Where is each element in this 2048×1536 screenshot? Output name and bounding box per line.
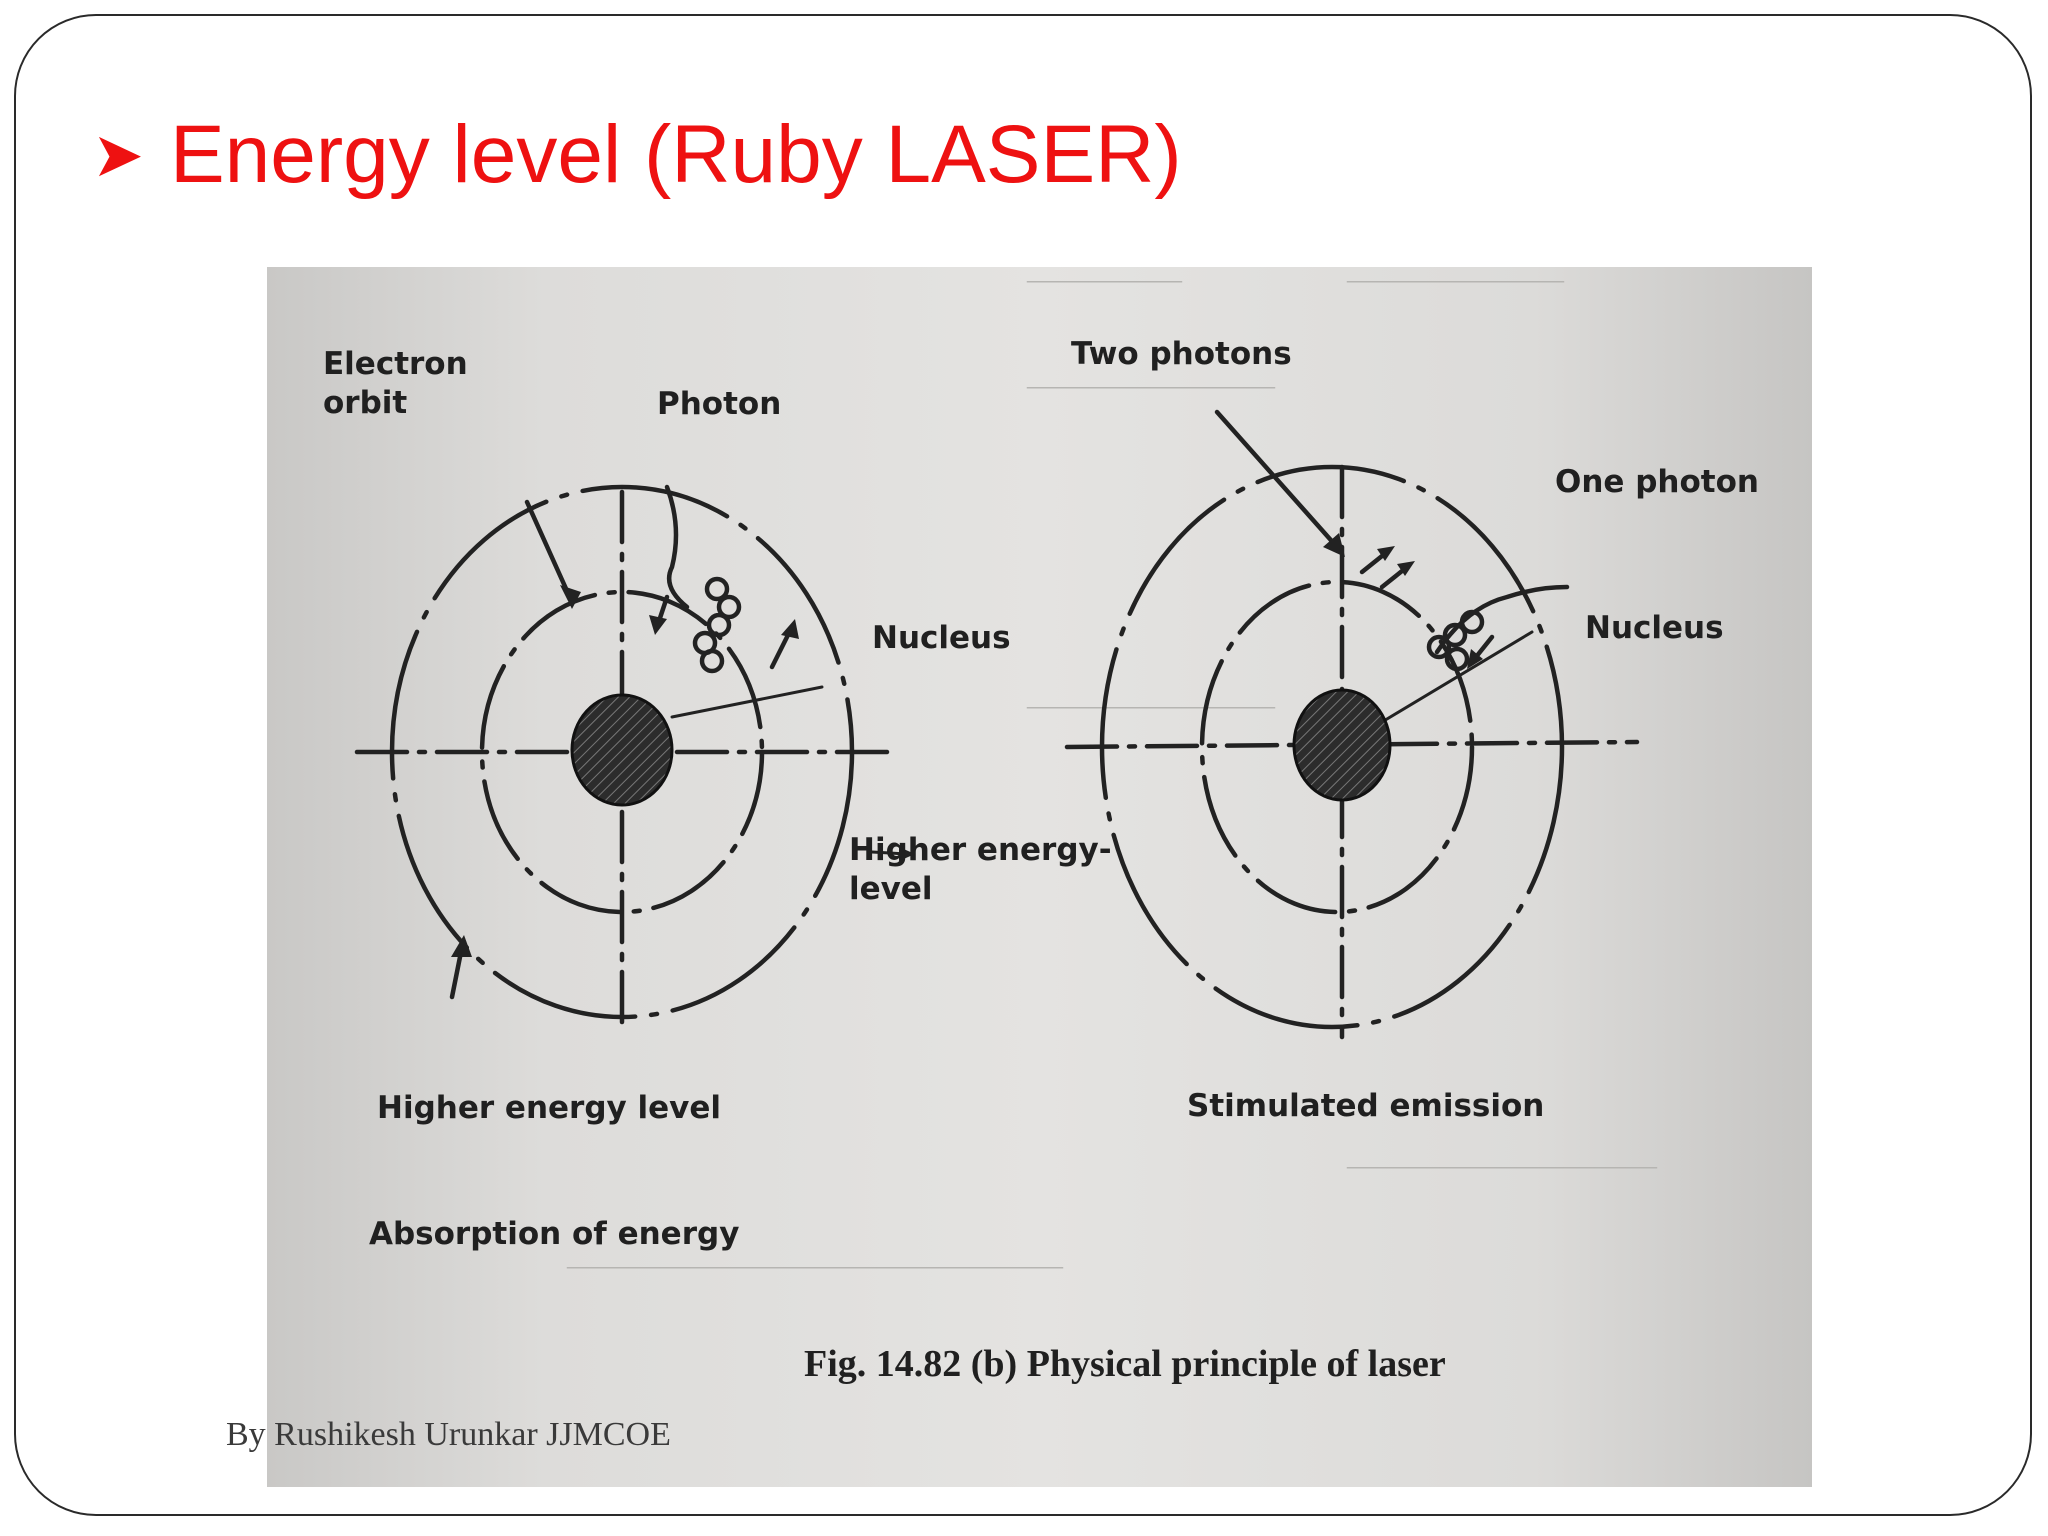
title-text: Energy level (Ruby LASER): [170, 114, 1182, 196]
two-photons-arrow: [1217, 412, 1337, 547]
nucleus-left: [572, 695, 672, 805]
outer-level-label: Higher energy level: [377, 1089, 721, 1128]
photon-wiggle-left: [667, 487, 687, 607]
photon-wiggle-right: [1437, 587, 1567, 652]
nucleus-label-left: Nucleus: [872, 619, 1011, 658]
nucleus-label-right: Nucleus: [1585, 609, 1724, 648]
one-photon-label: One photon: [1555, 463, 1759, 502]
two-photons-label: Two photons: [1071, 335, 1292, 374]
arrowhead: [451, 935, 472, 957]
nucleus-right: [1294, 690, 1390, 800]
arrow-bullet-icon: ➤: [92, 124, 144, 186]
photon-label: Photon: [657, 385, 781, 424]
textbook-photo: ————— ——————— ———————— ———————— ————————…: [267, 267, 1812, 1487]
electron-orbit-label: Electron orbit: [323, 345, 468, 423]
slide-title: ➤ Energy level (Ruby LASER): [92, 100, 1182, 210]
stimulated-emission-caption: Stimulated emission: [1187, 1087, 1544, 1126]
nucleus-pointer-left: [672, 687, 822, 717]
inner-level-label: Higher energy- level: [849, 831, 1112, 909]
footer-credit: By Rushikesh Urunkar JJMCOE: [226, 1416, 671, 1454]
absorption-caption: Absorption of energy: [369, 1215, 739, 1254]
figure-caption: Fig. 14.82 (b) Physical principle of las…: [804, 1342, 1446, 1386]
